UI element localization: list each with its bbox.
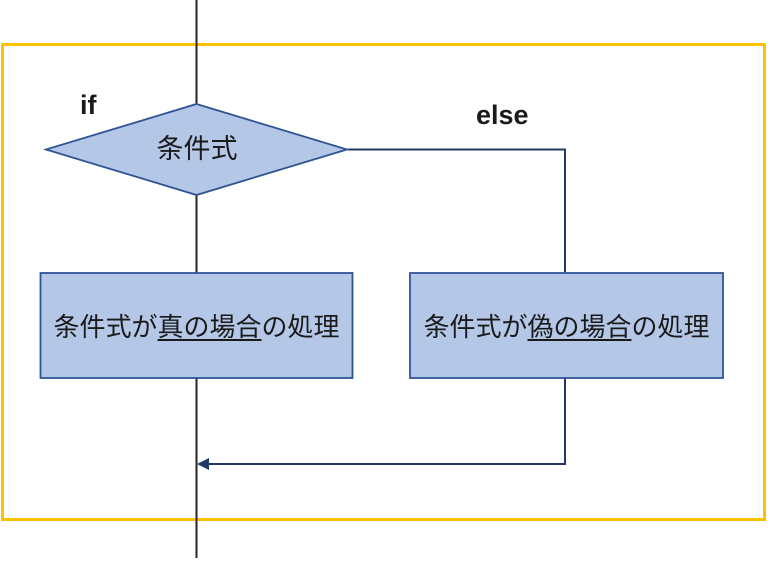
false-branch-text-post: の処理: [631, 312, 710, 342]
merge-connector: [206, 378, 566, 465]
merge-arrowhead-icon: [197, 458, 209, 470]
frame-border: [1, 43, 766, 521]
true-process-box: [39, 272, 354, 379]
false-branch-label: 条件式が偽の場合の処理: [410, 273, 723, 378]
else-label: else: [476, 100, 529, 130]
true-branch-text-pre: 条件式が: [53, 312, 158, 342]
true-branch-label: 条件式が真の場合の処理: [40, 273, 353, 378]
else-connector: [347, 148, 566, 273]
condition-label: 条件式: [156, 134, 238, 164]
true-branch-text-emphasis: 真の場合: [157, 312, 262, 342]
false-branch-text-emphasis: 偽の場合: [527, 312, 632, 342]
if-label: if: [80, 90, 97, 120]
true-branch-text-post: の処理: [261, 312, 340, 342]
false-branch-text-pre: 条件式が: [423, 312, 528, 342]
decision-diamond: [42, 103, 351, 196]
false-process-box: [409, 272, 724, 379]
